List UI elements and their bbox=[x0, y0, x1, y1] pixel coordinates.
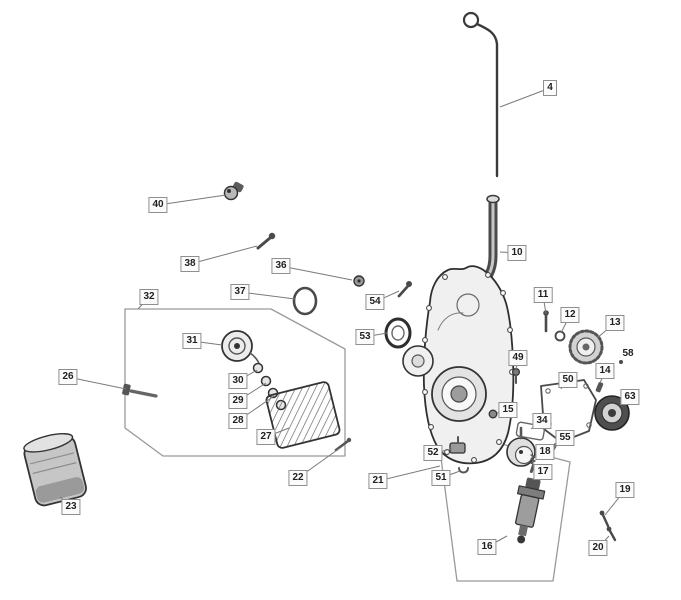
plug-15 bbox=[488, 409, 498, 419]
part-label-36[interactable]: 36 bbox=[271, 258, 291, 274]
part-label-30[interactable]: 30 bbox=[228, 373, 248, 389]
leader-line-38 bbox=[189, 245, 258, 265]
washer-12 bbox=[554, 330, 566, 342]
screw-54 bbox=[397, 281, 412, 298]
part-label-63[interactable]: 63 bbox=[620, 389, 640, 405]
oil-filter-23 bbox=[23, 433, 87, 507]
marker-58 bbox=[619, 360, 623, 364]
part-label-55[interactable]: 55 bbox=[555, 430, 575, 446]
part-label-58: 58 bbox=[622, 348, 634, 359]
part-label-21[interactable]: 21 bbox=[368, 473, 388, 489]
leader-line-4 bbox=[499, 87, 551, 108]
timing-gear-13 bbox=[568, 329, 604, 365]
part-label-20[interactable]: 20 bbox=[588, 540, 608, 556]
part-label-11[interactable]: 11 bbox=[533, 287, 553, 303]
valve-52 bbox=[449, 436, 466, 454]
leader-line-36 bbox=[280, 265, 353, 281]
leader-line-21 bbox=[377, 465, 441, 482]
part-label-4[interactable]: 4 bbox=[543, 80, 557, 96]
part-label-16[interactable]: 16 bbox=[477, 539, 497, 555]
part-label-12[interactable]: 12 bbox=[560, 307, 580, 323]
key-14 bbox=[595, 382, 604, 393]
clip-51 bbox=[458, 467, 469, 474]
part-label-26[interactable]: 26 bbox=[58, 369, 78, 385]
oil-seal-53 bbox=[384, 317, 412, 349]
part-label-14[interactable]: 14 bbox=[595, 363, 615, 379]
o-ring-37 bbox=[292, 286, 318, 316]
part-label-18[interactable]: 18 bbox=[535, 444, 555, 460]
stud-22 bbox=[334, 437, 352, 452]
part-label-17[interactable]: 17 bbox=[533, 464, 553, 480]
cooler-cap-31 bbox=[221, 330, 262, 369]
part-label-54[interactable]: 54 bbox=[365, 294, 385, 310]
oil-sensor-40 bbox=[223, 181, 244, 201]
oil-pump-rotor bbox=[506, 426, 536, 467]
screw-20 bbox=[606, 526, 617, 542]
oil-cooler-27 bbox=[265, 381, 341, 449]
pump-cover-34 bbox=[515, 421, 546, 441]
leader-line-40 bbox=[157, 194, 227, 206]
part-label-28[interactable]: 28 bbox=[228, 413, 248, 429]
part-label-10[interactable]: 10 bbox=[507, 245, 527, 261]
part-label-13[interactable]: 13 bbox=[605, 315, 625, 331]
bolt-38 bbox=[256, 232, 276, 250]
part-label-49[interactable]: 49 bbox=[508, 350, 528, 366]
dipstick bbox=[462, 11, 499, 178]
nut-36 bbox=[353, 275, 365, 287]
leader-line-26 bbox=[67, 376, 127, 390]
screw-19 bbox=[599, 510, 610, 528]
part-label-31[interactable]: 31 bbox=[182, 333, 202, 349]
part-label-34[interactable]: 34 bbox=[532, 413, 552, 429]
plunger-49 bbox=[511, 368, 520, 384]
part-label-53[interactable]: 53 bbox=[355, 329, 375, 345]
part-label-51[interactable]: 51 bbox=[431, 470, 451, 486]
part-label-19[interactable]: 19 bbox=[615, 482, 635, 498]
part-label-52[interactable]: 52 bbox=[423, 445, 443, 461]
part-label-15[interactable]: 15 bbox=[498, 402, 518, 418]
oil-solenoid-16 bbox=[515, 477, 546, 544]
part-label-27[interactable]: 27 bbox=[256, 429, 276, 445]
bolt-26 bbox=[122, 383, 158, 398]
part-label-32[interactable]: 32 bbox=[139, 289, 159, 305]
part-label-38[interactable]: 38 bbox=[180, 256, 200, 272]
assembly-box-32 bbox=[124, 308, 346, 457]
spring-18 bbox=[530, 454, 536, 466]
part-label-22[interactable]: 22 bbox=[288, 470, 308, 486]
part-label-29[interactable]: 29 bbox=[228, 393, 248, 409]
part-label-23[interactable]: 23 bbox=[61, 499, 81, 515]
part-label-37[interactable]: 37 bbox=[230, 284, 250, 300]
part-label-40[interactable]: 40 bbox=[148, 197, 168, 213]
part-label-50[interactable]: 50 bbox=[558, 372, 578, 388]
crankcase-cover bbox=[402, 265, 515, 465]
